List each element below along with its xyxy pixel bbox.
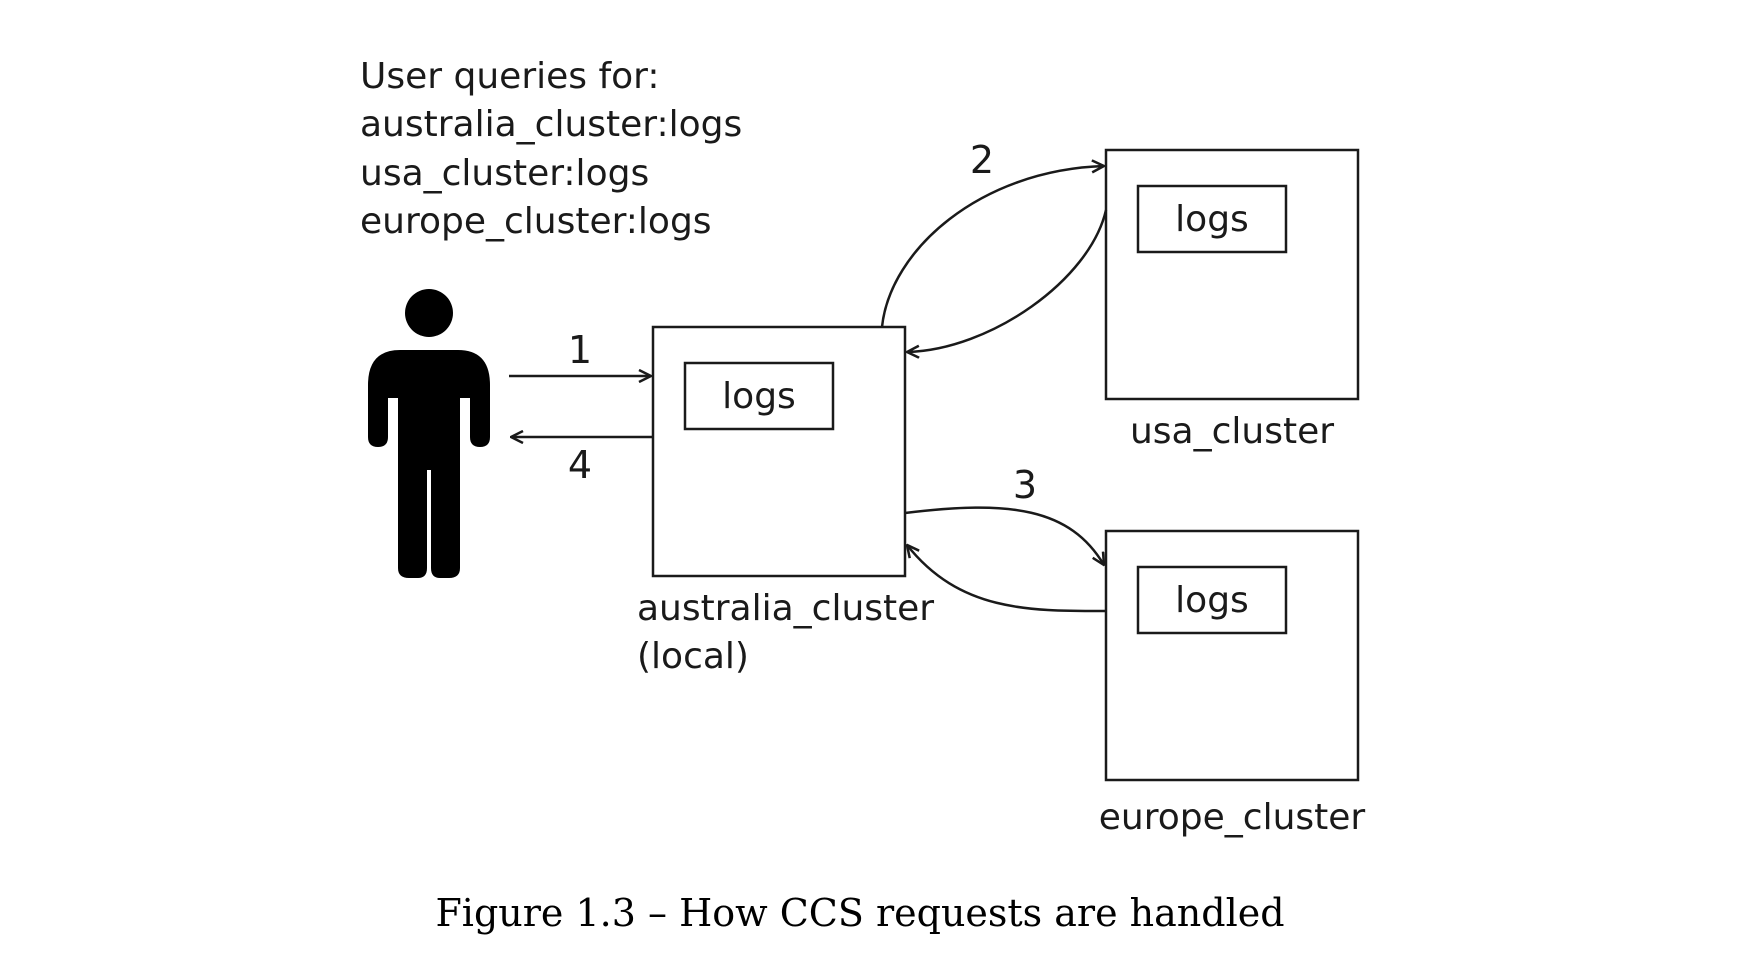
step-3-remote-query: 3	[904, 463, 1107, 613]
usa-logs-label: logs	[1175, 199, 1249, 240]
step-2-remote-query: 2	[880, 138, 1108, 352]
step-2-response-arrow	[907, 209, 1108, 352]
australia-cluster-name: australia_cluster	[637, 588, 934, 629]
step-4-response: 4	[511, 437, 653, 487]
usa-logs-index	[1136, 184, 1288, 254]
query-note: User queries for: australia_cluster:logs…	[360, 56, 742, 242]
australia-cluster-qualifier: (local)	[637, 636, 749, 677]
step-1-request: 1	[509, 328, 651, 376]
australia-cluster-node: logs australia_cluster (local)	[637, 325, 934, 677]
europe-cluster-name: europe_cluster	[1099, 797, 1366, 838]
step-3-request-arrow	[904, 506, 1104, 565]
europe-logs-index	[1136, 565, 1288, 635]
usa-cluster-node: logs usa_cluster	[1104, 148, 1360, 452]
figure-caption: Figure 1.3 – How CCS requests are handle…	[435, 891, 1284, 935]
step-4-label: 4	[568, 443, 592, 487]
europe-cluster-node: logs europe_cluster	[1099, 529, 1366, 838]
australia-logs-label: logs	[722, 376, 796, 417]
step-3-label: 3	[1013, 463, 1037, 507]
query-note-line-3: usa_cluster:logs	[360, 153, 649, 194]
step-2-request-arrow	[880, 166, 1104, 328]
step-2-label: 2	[970, 138, 994, 182]
query-note-line-1: User queries for:	[360, 56, 659, 97]
step-1-label: 1	[568, 328, 592, 372]
europe-logs-label: logs	[1175, 580, 1249, 621]
query-note-line-2: australia_cluster:logs	[360, 104, 742, 145]
query-note-line-4: europe_cluster:logs	[360, 201, 712, 242]
usa-cluster-name: usa_cluster	[1130, 411, 1334, 452]
user-icon	[368, 289, 490, 578]
australia-logs-index	[683, 361, 835, 431]
step-3-response-arrow	[907, 545, 1107, 613]
